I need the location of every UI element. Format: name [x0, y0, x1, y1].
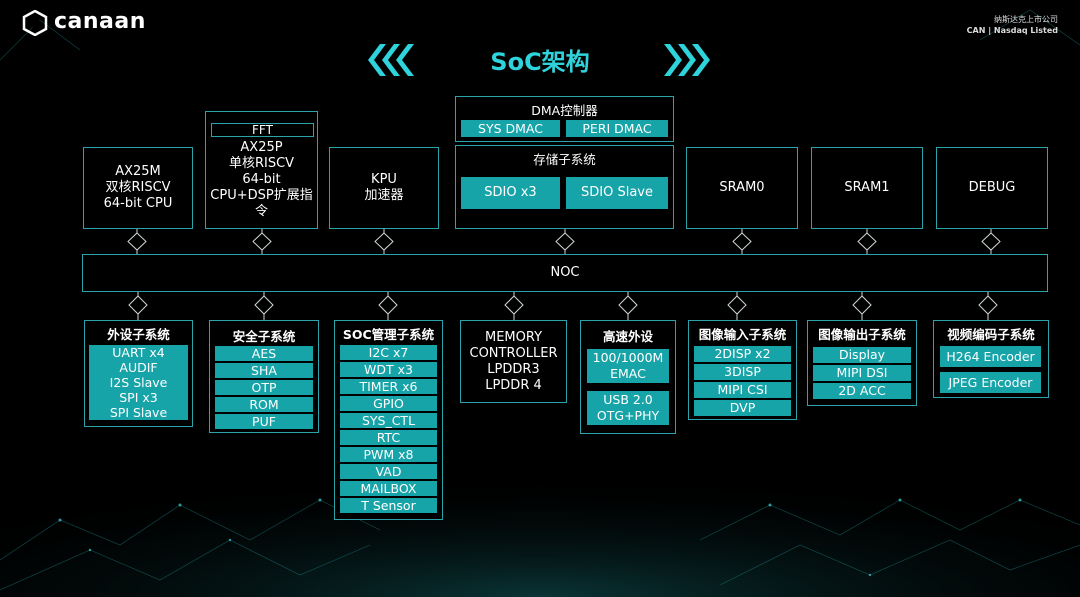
ax25p-line3: 64-bit: [242, 172, 281, 187]
video-encode-subsystem: 视频编码子系统 H264 Encoder JPEG Encoder: [933, 320, 1049, 398]
logo-wordmark: canaan: [54, 9, 146, 34]
image-output-subsystem: 图像输出子系统 Display MIPI DSI 2D ACC: [807, 320, 917, 406]
dvp: DVP: [694, 400, 791, 416]
debug-block: DEBUG: [936, 147, 1048, 229]
mailbox: MAILBOX: [340, 481, 437, 496]
ax25p-text: AX25P 单核RISCV 64-bit CPU+DSP扩展指 令: [206, 140, 317, 220]
emac: 100/1000M EMAC: [587, 349, 669, 383]
dma-block: DMA控制器 SYS DMAC PERI DMAC: [455, 96, 674, 142]
ax25p-block: FFT AX25P 单核RISCV 64-bit CPU+DSP扩展指 令: [205, 111, 318, 229]
i2c-x7: I2C x7: [340, 345, 437, 360]
uart-x4: UART x4: [89, 345, 188, 360]
sys-dmac: SYS DMAC: [461, 120, 560, 137]
usb-line1: USB 2.0: [603, 392, 653, 407]
ax25p-line1: AX25P: [240, 140, 283, 155]
spi-x3: SPI x3: [89, 390, 188, 405]
h264-encoder: H264 Encoder: [940, 346, 1041, 367]
security-title: 安全子系统: [232, 329, 296, 344]
sdio-slave: SDIO Slave: [566, 177, 668, 209]
ax25p-line2: 单核RISCV: [228, 156, 295, 171]
canaan-logo-icon: [22, 10, 48, 36]
kpu-line1: KPU: [371, 172, 397, 187]
sram0-block: SRAM0: [686, 147, 798, 229]
sram1-label: SRAM1: [844, 180, 890, 195]
memory-line3: LPDDR3: [487, 361, 540, 377]
video-encode-title: 视频编码子系统: [947, 327, 1035, 342]
i2s-slave: I2S Slave: [89, 375, 188, 390]
peri-dmac: PERI DMAC: [566, 120, 668, 137]
t-sensor: T Sensor: [340, 498, 437, 513]
security-subsystem: 安全子系统 AES SHA OTP ROM PUF: [209, 320, 319, 433]
left-chevrons-icon: [368, 44, 414, 76]
ax25m-line1: AX25M: [115, 164, 161, 179]
image-output-title: 图像输出子系统: [818, 327, 906, 342]
noc-label: NOC: [550, 265, 580, 280]
audif: AUDIF: [89, 360, 188, 375]
soc-mgmt-title: SOC管理子系统: [342, 327, 435, 342]
otp: OTP: [215, 380, 313, 395]
rtc: RTC: [340, 430, 437, 445]
usb-otg: USB 2.0 OTG+PHY: [587, 391, 669, 425]
sram0-label: SRAM0: [719, 180, 765, 195]
mipi-dsi: MIPI DSI: [813, 365, 911, 381]
sdio-x3: SDIO x3: [461, 177, 560, 209]
pwm-x8: PWM x8: [340, 447, 437, 462]
storage-block: 存储子系统 SDIO x3 SDIO Slave: [455, 145, 674, 229]
jpeg-encoder: JPEG Encoder: [940, 372, 1041, 393]
page-title: SoC架构: [490, 48, 590, 76]
gpio: GPIO: [340, 396, 437, 411]
peripheral-title: 外设子系统: [107, 327, 170, 342]
mipi-csi: MIPI CSI: [694, 382, 791, 398]
2disp-x2: 2DISP x2: [694, 346, 791, 362]
vad: VAD: [340, 464, 437, 479]
corp-en: CAN | Nasdaq Listed: [966, 26, 1058, 35]
timer-x6: TIMER x6: [340, 379, 437, 394]
ax25p-line4: CPU+DSP扩展指: [210, 188, 313, 203]
aes: AES: [215, 346, 313, 361]
usb-line2: OTG+PHY: [596, 408, 660, 423]
memory-controller-block: MEMORY CONTROLLER LPDDR3 LPDDR 4: [460, 320, 567, 403]
2d-acc: 2D ACC: [813, 383, 911, 399]
corp-label: 纳斯达克上市公司 CAN | Nasdaq Listed: [918, 14, 1058, 36]
ax25m-line3: 64-bit CPU: [103, 196, 173, 211]
image-input-subsystem: 图像输入子系统 2DISP x2 3DISP MIPI CSI DVP: [688, 320, 797, 420]
peripheral-subsystem: 外设子系统 UART x4 AUDIF I2S Slave SPI x3 SPI…: [84, 320, 193, 427]
3disp: 3DISP: [694, 364, 791, 380]
kpu-block: KPU 加速器: [329, 147, 439, 229]
highspeed-title: 高速外设: [602, 329, 653, 344]
memory-line1: MEMORY: [484, 329, 543, 345]
highspeed-subsystem: 高速外设 100/1000M EMAC USB 2.0 OTG+PHY: [580, 320, 676, 434]
fft-block: FFT: [211, 123, 314, 137]
kpu-line2: 加速器: [364, 188, 404, 203]
wdt-x3: WDT x3: [340, 362, 437, 377]
sha: SHA: [215, 363, 313, 378]
emac-line2: EMAC: [610, 366, 646, 381]
ax25p-line5: 令: [254, 204, 268, 219]
emac-line1: 100/1000M: [592, 350, 664, 365]
corp-cn: 纳斯达克上市公司: [994, 15, 1058, 24]
debug-label: DEBUG: [968, 180, 1016, 195]
puf: PUF: [215, 414, 313, 429]
sram1-block: SRAM1: [811, 147, 923, 229]
memory-line4: LPDDR 4: [485, 377, 542, 393]
soc-mgmt-subsystem: SOC管理子系统 I2C x7 WDT x3 TIMER x6 GPIO SYS…: [334, 320, 443, 520]
right-chevrons-icon: [664, 44, 710, 76]
noc-bus: NOC: [82, 254, 1048, 292]
dma-title: DMA控制器: [531, 103, 598, 118]
ax25m-line2: 双核RISCV: [105, 180, 171, 195]
spi-slave: SPI Slave: [89, 405, 188, 420]
image-input-title: 图像输入子系统: [698, 327, 787, 342]
sys-ctl: SYS_CTL: [340, 413, 437, 428]
display: Display: [813, 347, 911, 363]
rom: ROM: [215, 397, 313, 412]
ax25m-block: AX25M 双核RISCV 64-bit CPU: [83, 147, 193, 229]
storage-title: 存储子系统: [533, 152, 596, 167]
memory-line2: CONTROLLER: [469, 345, 558, 361]
